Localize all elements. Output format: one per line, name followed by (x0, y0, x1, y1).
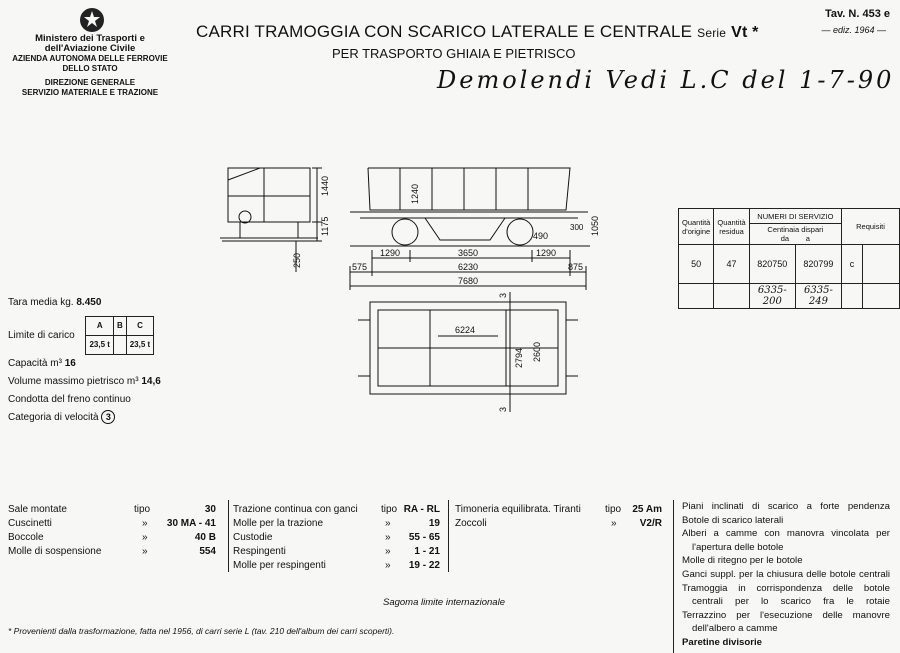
mark-3-bottom: 3 (498, 407, 508, 412)
cell-to: 820799 (794, 244, 843, 284)
agency-name: AZIENDA AUTONOMA DELLE FERROVIE DELLO ST… (12, 54, 168, 73)
handwritten-note: Demolendi Vedi L.C del 1-7-90 (437, 66, 895, 94)
dim-7680: 7680 (458, 276, 478, 286)
end-view (220, 167, 322, 272)
list-item: Terrazzino per l'esecuzione delle manovr… (682, 609, 890, 621)
dim-300: 300 (570, 223, 584, 232)
dim-875: 875 (568, 262, 583, 272)
table-number: Tav. N. 453 e (824, 8, 890, 20)
wagon-technical-drawing: 1440 1175 250 1240 490 300 1050 1290 365… (220, 167, 600, 412)
side-view (350, 167, 590, 247)
list-item: Molle per la trazione»19 (233, 518, 440, 529)
plan-view (358, 292, 578, 412)
cell-hw-to: 6335-249 (794, 283, 843, 309)
ministry-name: Ministero dei Trasporti e dell'Aviazione… (35, 33, 145, 54)
title-text: CARRI TRAMOGGIA CON SCARICO LATERALE E C… (196, 22, 693, 41)
dim-490: 490 (533, 231, 548, 241)
cell-req: c (841, 244, 863, 284)
limite-label: Limite di carico (8, 330, 75, 342)
dim-2794: 2794 (514, 348, 524, 368)
list-item: Piani inclinati di scarico a forte pende… (682, 501, 890, 512)
dim-1290-right: 1290 (536, 248, 556, 258)
categoria-value: 3 (101, 410, 116, 424)
state-emblem-icon (80, 8, 104, 32)
list-item: centrali per lo scarico fra le rotaie (692, 596, 890, 608)
dim-1050: 1050 (590, 216, 600, 236)
condotta-text: Condotta del freno continuo (8, 394, 131, 405)
dim-575: 575 (352, 262, 367, 272)
document-subtitle: PER TRASPORTO GHIAIA E PIETRISCO (332, 46, 576, 61)
dim-250: 250 (292, 253, 302, 268)
tara-label: Tara media kg. (8, 297, 74, 308)
edition: — ediz. 1964 — (821, 25, 886, 35)
direction-name: DIREZIONE GENERALE (44, 78, 136, 87)
list-item: Cuscinetti»30 MA - 41 (8, 518, 216, 529)
footnote: * Provenienti dalla trasformazione, fatt… (8, 626, 395, 636)
sagoma-note: Sagoma limite internazionale (383, 597, 505, 608)
divider (673, 500, 674, 653)
dim-1440: 1440 (320, 176, 330, 196)
dim-3650: 3650 (458, 248, 478, 258)
document-title: CARRI TRAMOGGIA CON SCARICO LATERALE E C… (196, 22, 759, 42)
list-item: Botole di scarico laterali (682, 514, 784, 526)
dim-1240: 1240 (410, 184, 420, 204)
serie-label: Serie (697, 26, 727, 40)
capacita-label: Capacità m³ (8, 358, 62, 369)
features-list: Piani inclinati di scarico a forte pende… (682, 500, 890, 650)
cell-hw-from: 6335-200 (748, 283, 796, 309)
list-item: Ganci suppl. per la chiusura delle botol… (682, 568, 890, 580)
mark-3-top: 3 (498, 293, 508, 298)
cell-from: 820750 (748, 244, 796, 284)
dim-6230: 6230 (458, 262, 478, 272)
list-item: Molle di ritegno per le botole (682, 555, 803, 567)
divider (228, 500, 229, 572)
dim-1175: 1175 (320, 217, 330, 236)
volume-value: 14,6 (141, 376, 161, 387)
dimension-lines (349, 250, 587, 290)
ministry-block: Ministero dei Trasporti e dell'Aviazione… (6, 34, 174, 98)
categoria-label: Categoria di velocità (8, 412, 99, 423)
service-name: SERVIZIO MATERIALE E TRAZIONE (21, 88, 159, 97)
list-item: Zoccoli»V2/R (455, 518, 662, 529)
cell-residua: 47 (713, 244, 750, 284)
dim-6224: 6224 (455, 325, 475, 335)
serie-value: Vt * (731, 24, 759, 41)
list-item: l'apertura delle botole (692, 541, 784, 553)
capacita-value: 16 (64, 358, 76, 369)
tara-value: 8.450 (76, 297, 102, 308)
volume-label: Volume massimo pietrisco m³ (8, 376, 139, 387)
list-item: dell'albero a camme (692, 623, 778, 635)
dim-1290-left: 1290 (380, 248, 400, 258)
list-item: Tramoggia in corrispondenza delle botole (682, 582, 890, 594)
cell-orig: 50 (677, 244, 715, 284)
list-item: Respingenti»1 - 21 (233, 546, 440, 557)
header-requisiti: Requisiti (841, 208, 900, 245)
list-item: Boccole»40 B (8, 532, 216, 543)
dim-2600: 2600 (532, 342, 542, 362)
list-item: Molle di sospensione»554 (8, 546, 216, 557)
divider (448, 500, 449, 572)
header-numeri: NUMERI DI SERVIZIO (748, 208, 843, 224)
list-item: Molle per respingenti»19 - 22 (233, 560, 440, 571)
list-item: Paretine divisorie (682, 636, 762, 648)
list-item: Alberi a camme con manovra vincolata per (682, 528, 890, 540)
list-item: Custodie»55 - 65 (233, 532, 440, 543)
